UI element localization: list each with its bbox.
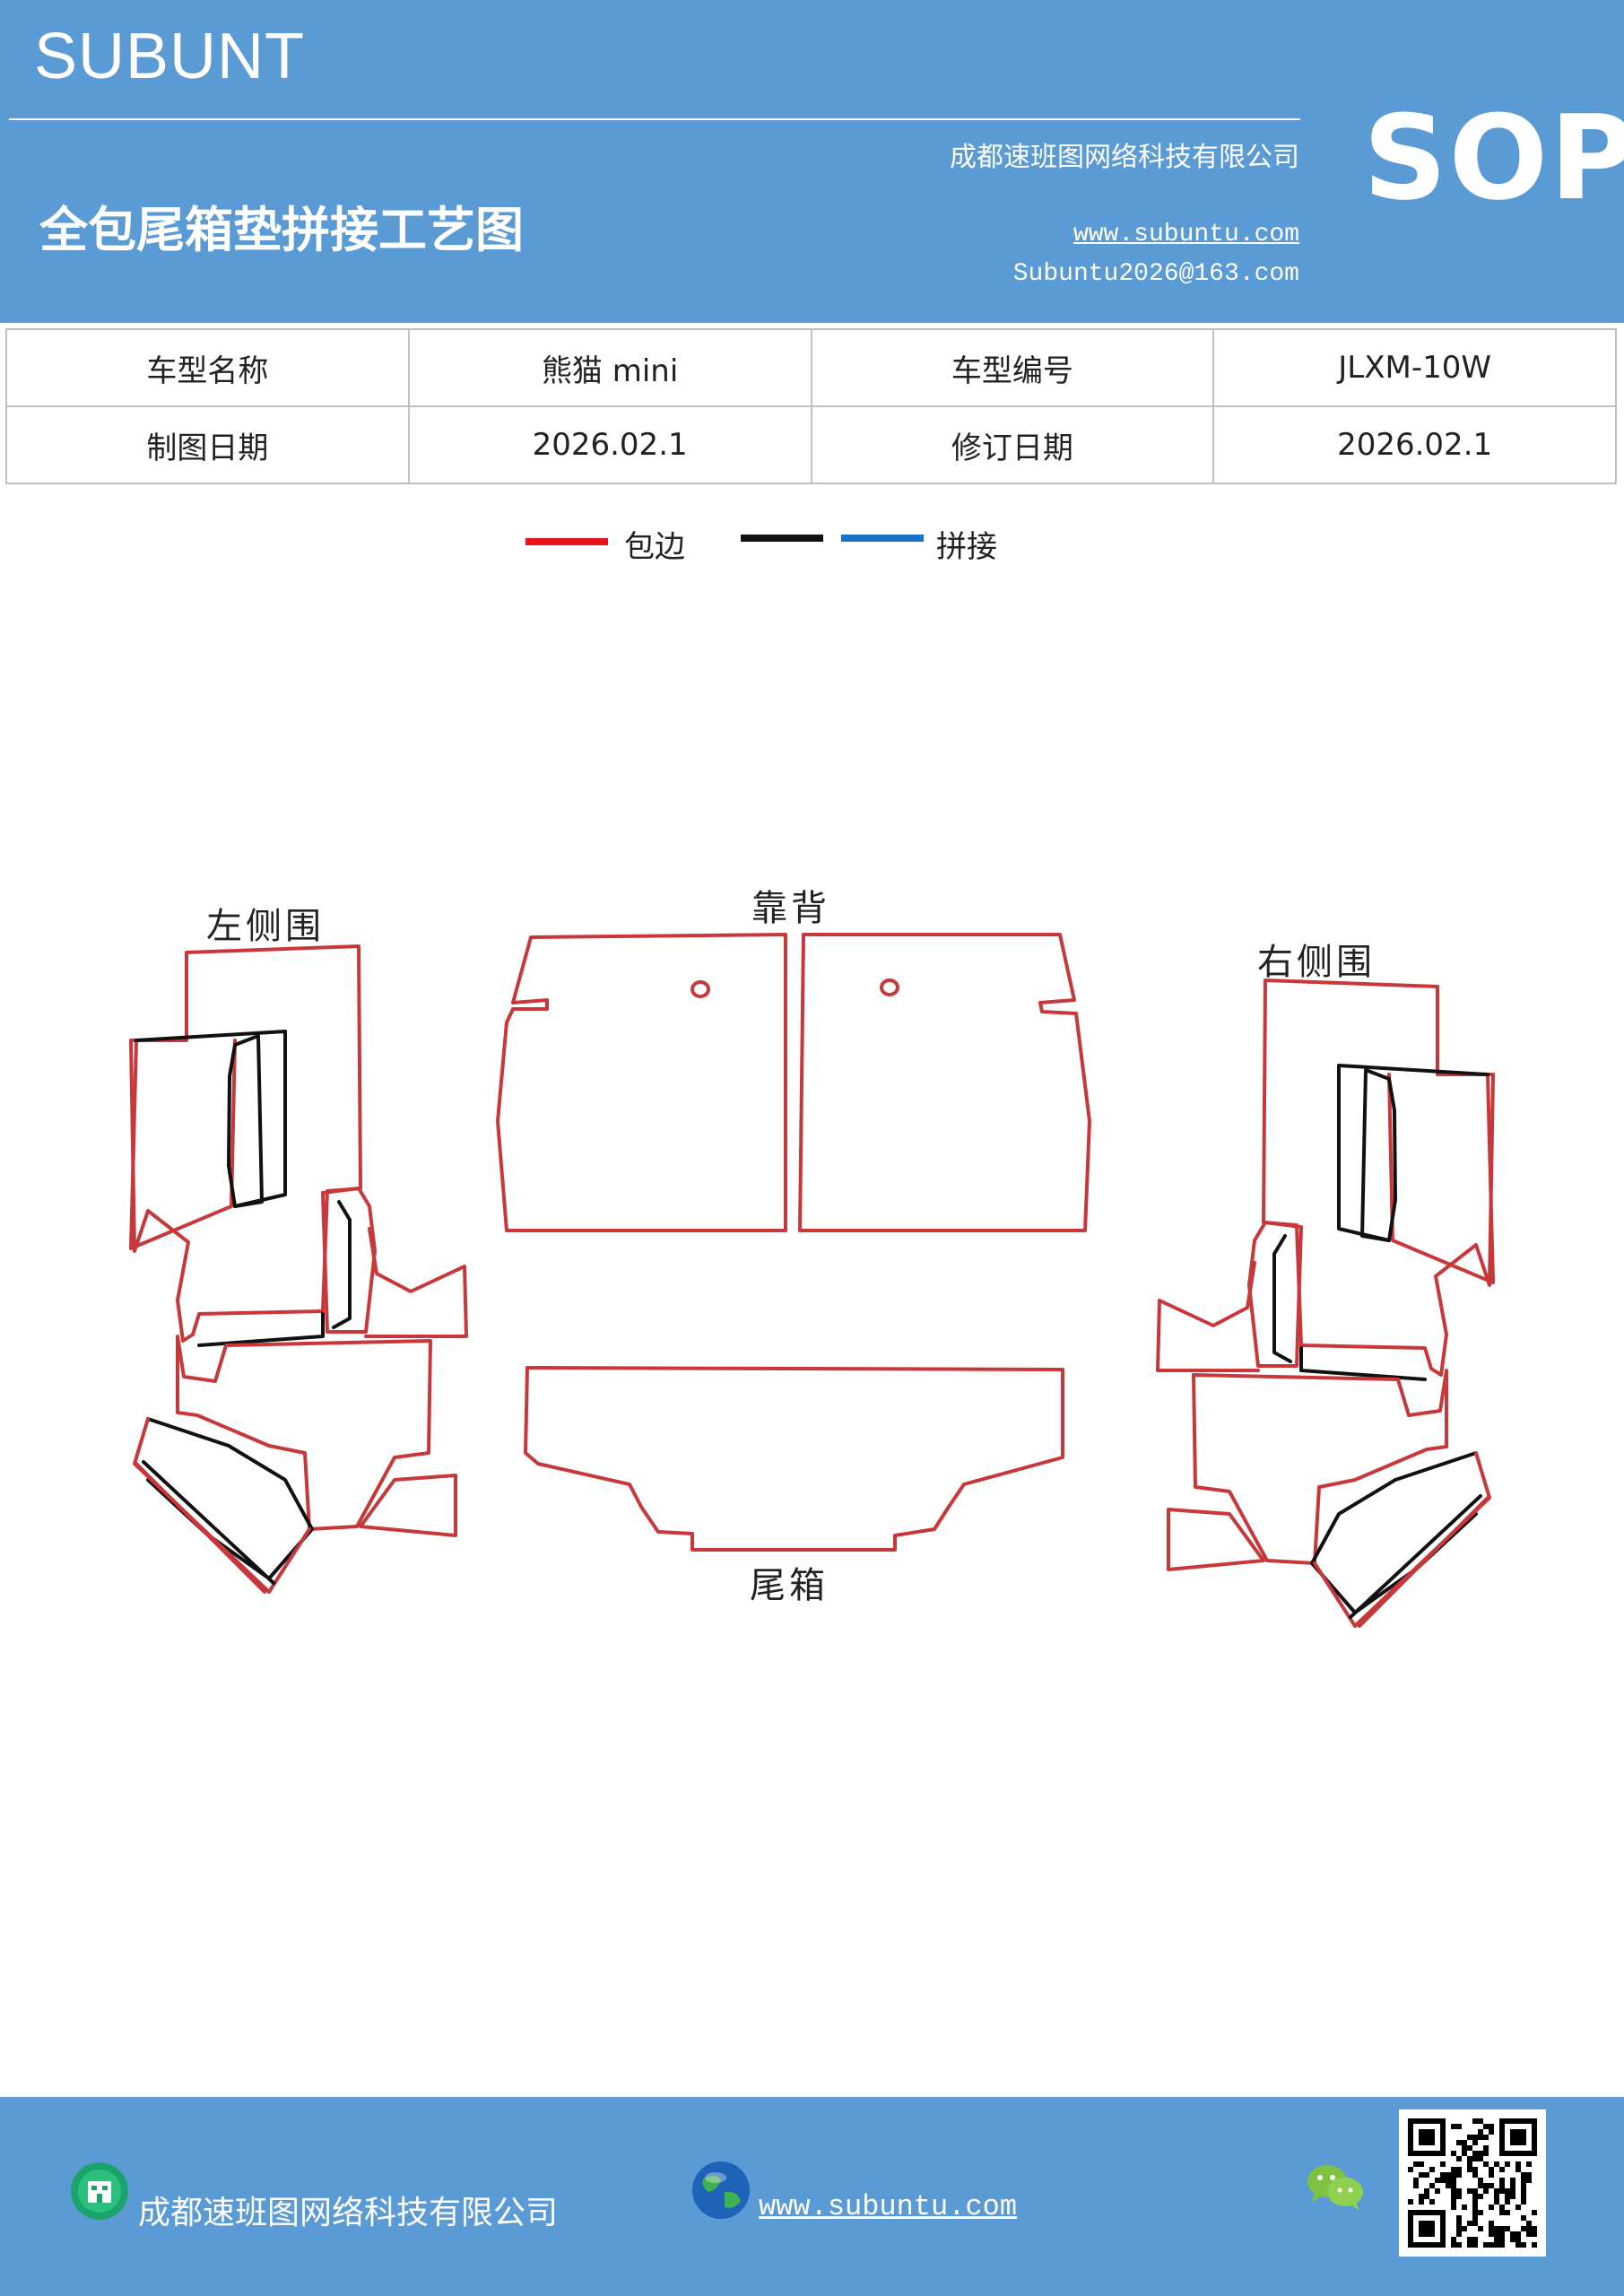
header-email[interactable]: Subuntu2026@163.com bbox=[1012, 260, 1299, 288]
trunk-piece bbox=[524, 1366, 1064, 1552]
right-side-piece bbox=[1156, 978, 1495, 1628]
trunk-label: 尾箱 bbox=[750, 1565, 829, 1606]
info-table: 车型名称 熊猫 mini 车型编号 JLXM-10W 制图日期 2026.02.… bbox=[5, 328, 1617, 484]
table-row: 车型名称 熊猫 mini 车型编号 JLXM-10W bbox=[5, 328, 1617, 407]
legend-edging-swatch bbox=[525, 538, 608, 545]
drawing-date-value: 2026.02.1 bbox=[407, 405, 812, 484]
header-divider bbox=[9, 118, 1300, 120]
revision-date-value: 2026.02.1 bbox=[1212, 405, 1617, 484]
footer-banner: 成都速班图网络科技有限公司 www.subuntu.com bbox=[0, 2097, 1624, 2296]
legend-edging-label: 包边 bbox=[624, 529, 685, 565]
sop-badge: SOP bbox=[1363, 90, 1624, 226]
model-name-label: 车型名称 bbox=[5, 328, 410, 407]
header-company: 成都速班图网络科技有限公司 bbox=[950, 142, 1299, 173]
legend-splice-swatch bbox=[841, 535, 924, 542]
footer-company: 成都速班图网络科技有限公司 bbox=[138, 2195, 559, 2231]
splice-diagram bbox=[129, 933, 1495, 1628]
document-title: 全包尾箱垫拼接工艺图 bbox=[39, 202, 524, 258]
backrest-label: 靠背 bbox=[751, 888, 830, 929]
backrest-right-piece bbox=[798, 933, 1091, 1232]
wechat-icon[interactable] bbox=[1304, 2160, 1367, 2213]
right-side-label: 右侧围 bbox=[1257, 942, 1376, 983]
table-row: 制图日期 2026.02.1 修订日期 2026.02.1 bbox=[5, 405, 1617, 484]
revision-date-label: 修订日期 bbox=[810, 405, 1215, 484]
model-code-label: 车型编号 bbox=[810, 328, 1215, 407]
building-icon bbox=[71, 2162, 128, 2220]
left-side-label: 左侧围 bbox=[206, 906, 325, 947]
backrest-left-piece bbox=[496, 933, 787, 1232]
model-code-value: JLXM-10W bbox=[1212, 328, 1617, 407]
globe-icon bbox=[692, 2161, 750, 2219]
legend-splice-label: 拼接 bbox=[936, 529, 997, 565]
legend-black-swatch bbox=[741, 535, 823, 542]
drawing-date-label: 制图日期 bbox=[5, 405, 410, 484]
header-banner: SUBUNT 成都速班图网络科技有限公司 全包尾箱垫拼接工艺图 www.subu… bbox=[0, 0, 1624, 323]
header-website-link[interactable]: www.subuntu.com bbox=[1073, 221, 1299, 248]
left-side-piece bbox=[129, 944, 468, 1594]
model-name-value: 熊猫 mini bbox=[407, 328, 812, 407]
footer-website-link[interactable]: www.subuntu.com bbox=[759, 2190, 1018, 2223]
legend: 包边 拼接 bbox=[0, 520, 1624, 574]
brand-name: SUBUNT bbox=[34, 21, 306, 92]
qr-code bbox=[1399, 2109, 1546, 2257]
